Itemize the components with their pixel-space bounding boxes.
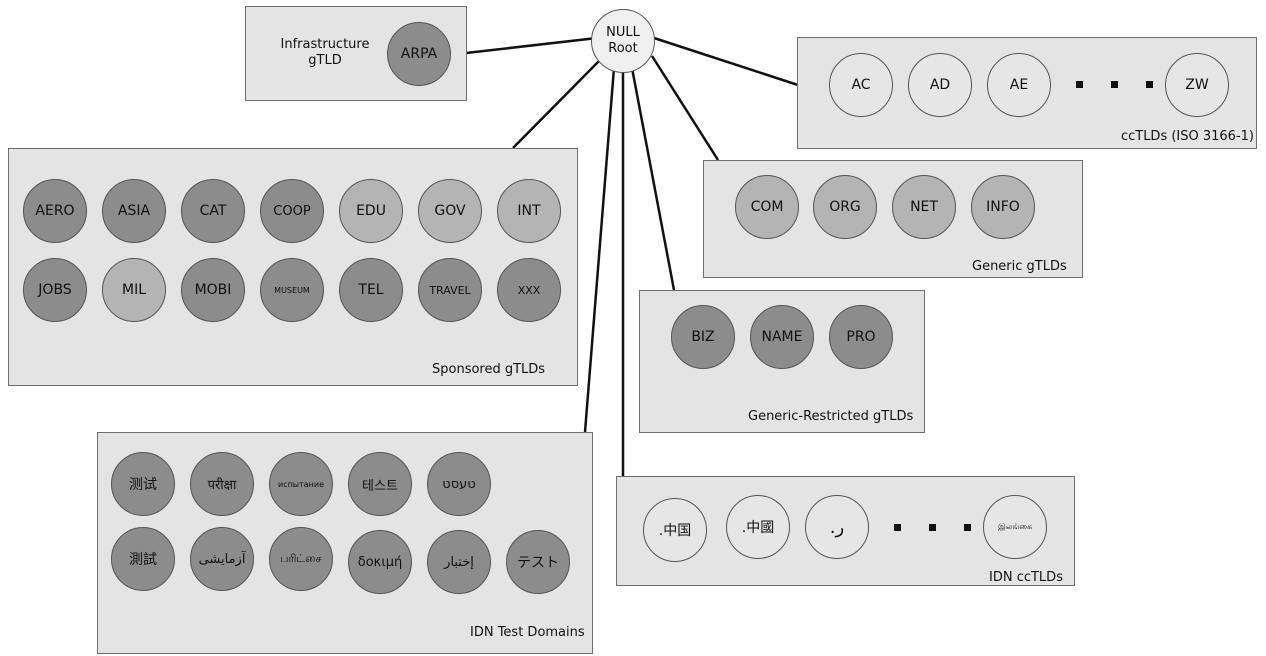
tld-node-idn-test-8: பரிட்சை: [269, 527, 333, 591]
tld-node-idn-test-9: δοκιμή: [348, 530, 412, 594]
tld-node-aero: AERO: [23, 179, 87, 243]
infrastructure-label: Infrastructure gTLD: [270, 37, 380, 69]
tld-node-travel: TRAVEL: [418, 258, 482, 322]
tld-node-zw: ZW: [1165, 53, 1229, 117]
ellipsis-dot: [894, 524, 901, 531]
tld-node-biz: BIZ: [671, 305, 735, 369]
generic-restricted-label: Generic-Restricted gTLDs: [748, 409, 914, 424]
infrastructure-label-line2: gTLD: [308, 53, 342, 68]
tld-node-idn-cc-1: .中国: [643, 498, 707, 562]
tld-node-idn-cc-4: இலங்கை: [983, 495, 1047, 559]
ellipsis-dot: [1111, 81, 1118, 88]
tld-node-arpa: ARPA: [387, 22, 451, 86]
tld-node-tel: TEL: [339, 258, 403, 322]
tld-node-cat: CAT: [181, 179, 245, 243]
infrastructure-label-line1: Infrastructure: [280, 37, 370, 52]
line-root-restricted: [630, 67, 676, 291]
tld-node-edu: EDU: [339, 179, 403, 243]
tld-node-jobs: JOBS: [23, 258, 87, 322]
line-root-generic: [650, 55, 720, 161]
ellipsis-dot: [1076, 81, 1083, 88]
ellipsis-dot: [929, 524, 936, 531]
tld-node-gov: GOV: [418, 179, 482, 243]
generic-gtlds-label: Generic gTLDs: [972, 259, 1067, 274]
tld-node-idn-test-3: испытание: [269, 452, 333, 516]
tld-node-museum: MUSEUM: [260, 258, 324, 322]
line-root-idn-test: [583, 67, 616, 433]
root-line2: Root: [608, 41, 638, 56]
tld-node-org: ORG: [813, 175, 877, 239]
tld-node-idn-test-11: テスト: [506, 530, 570, 594]
tld-node-asia: ASIA: [102, 179, 166, 243]
idn-test-domains-group: [97, 432, 593, 654]
cctlds-label: ccTLDs (ISO 3166-1): [1120, 129, 1254, 144]
tld-node-mil: MIL: [102, 258, 166, 322]
tld-node-ad: AD: [908, 53, 972, 117]
null-root-node: NULL Root: [591, 9, 655, 73]
line-root-cctlds: [653, 36, 799, 87]
idn-cctlds-label: IDN ccTLDs: [989, 570, 1063, 585]
ellipsis-dot: [964, 524, 971, 531]
tld-node-idn-test-10: إختبار: [427, 530, 491, 594]
tld-node-idn-test-7: آزمایشی: [190, 527, 254, 591]
tld-node-idn-test-5: טעסט: [427, 452, 491, 516]
tld-node-idn-cc-3: .ر: [805, 495, 869, 559]
root-line1: NULL: [606, 25, 640, 40]
tld-node-ae: AE: [987, 53, 1051, 117]
tld-node-idn-test-2: परीक्षा: [190, 452, 254, 516]
tld-node-idn-test-6: 測試: [111, 527, 175, 591]
tld-node-idn-test-1: 测试: [111, 452, 175, 516]
tld-node-mobi: MOBI: [181, 258, 245, 322]
tld-node-name: NAME: [750, 305, 814, 369]
tld-node-int: INT: [497, 179, 561, 243]
sponsored-gtlds-label: Sponsored gTLDs: [432, 362, 546, 377]
tld-node-pro: PRO: [829, 305, 893, 369]
tld-node-idn-test-4: 테스트: [348, 452, 412, 516]
line-root-infrastructure: [465, 36, 598, 55]
tld-node-net: NET: [892, 175, 956, 239]
tld-node-coop: COOP: [260, 179, 324, 243]
line-root-sponsored: [512, 59, 601, 149]
ellipsis-dot: [1146, 81, 1153, 88]
tld-node-com: COM: [735, 175, 799, 239]
tld-node-idn-cc-2: .中國: [726, 495, 790, 559]
tld-node-ac: AC: [829, 53, 893, 117]
tld-node-xxx: XXX: [497, 258, 561, 322]
tld-node-info: INFO: [971, 175, 1035, 239]
idn-test-domains-label: IDN Test Domains: [470, 625, 585, 640]
